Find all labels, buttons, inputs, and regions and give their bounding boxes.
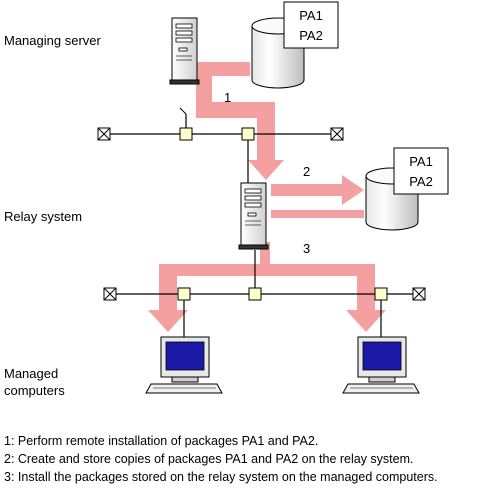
server-tower-icon [169,17,200,85]
svg-text:PA1: PA1 [409,154,433,169]
network-node-icon [179,127,193,141]
terminator-icon [330,127,344,141]
step-3-arrow [148,210,386,332]
network-segment-1 [97,107,344,184]
step-2-label: 2 [303,164,310,179]
managed-computers-label: Managed [4,366,58,381]
step-note-3: 3: Install the packages stored on the re… [4,470,438,484]
network-node-icon [241,127,255,141]
package-label-box: PA1 PA2 [283,1,339,49]
managed-computer-icon [342,336,420,394]
step-notes: 1: Perform remote installation of packag… [4,432,438,486]
managed-computers-label: computers [4,383,65,398]
network-node-icon [248,287,262,301]
step-1-label: 1 [224,90,231,105]
terminator-icon [97,127,111,141]
relay-system-label: Relay system [4,209,82,224]
terminator-icon [412,287,426,301]
network-node-icon [177,287,191,301]
package-label-box: PA1 PA2 [393,147,449,195]
step-1-arrow [196,62,284,180]
svg-text:PA2: PA2 [299,28,323,43]
network-segment-2 [103,250,426,338]
step-3-label: 3 [303,241,310,256]
managing-server-label: Managing server [4,33,101,48]
step-note-1: 1: Perform remote installation of packag… [4,434,319,448]
step-note-2: 2: Create and store copies of packages P… [4,452,414,466]
relay-tower-icon [238,182,269,250]
terminator-icon [103,287,117,301]
svg-text:PA1: PA1 [299,8,323,23]
network-node-icon [374,287,388,301]
svg-text:PA2: PA2 [409,174,433,189]
managed-computer-icon [145,336,223,394]
step-2-arrow [271,175,364,205]
